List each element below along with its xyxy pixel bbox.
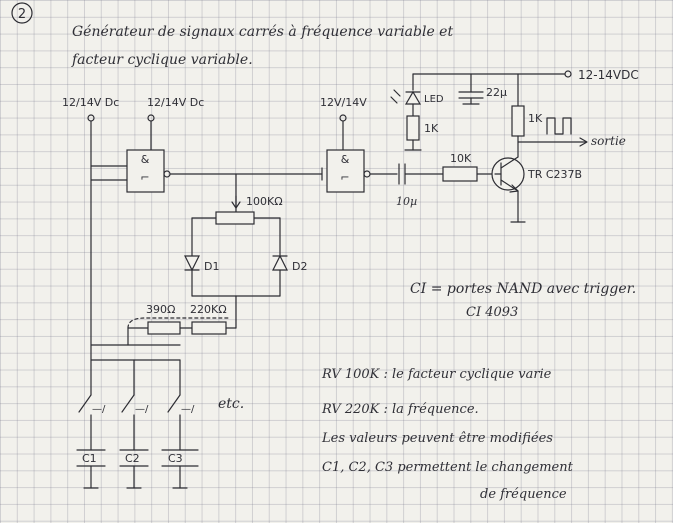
supply-terminal-right bbox=[564, 70, 572, 78]
page-number-badge: 2 bbox=[11, 2, 33, 24]
diode-d2-label: D2 bbox=[292, 260, 307, 273]
supply-terminal-left-1 bbox=[87, 114, 95, 396]
pot-220k-label: 220KΩ bbox=[190, 303, 227, 316]
cap-c2-label: C2 bbox=[125, 452, 140, 465]
title-line-2: facteur cyclique variable. bbox=[71, 52, 253, 68]
supply-label-left-1: 12/14V Dc bbox=[62, 96, 119, 109]
res-1k-led-label: 1K bbox=[424, 122, 439, 135]
switch-c2: —/ bbox=[121, 394, 149, 451]
svg-text:&: & bbox=[341, 153, 350, 166]
page-number: 2 bbox=[18, 7, 26, 22]
capacitor-c1 bbox=[76, 449, 106, 489]
diode-d2 bbox=[272, 254, 288, 271]
cap-c1-label: C1 bbox=[82, 452, 97, 465]
svg-text:&: & bbox=[141, 153, 150, 166]
potentiometer-220k bbox=[191, 321, 227, 335]
note-ci-2: CI 4093 bbox=[466, 305, 518, 320]
led-label: LED bbox=[424, 94, 444, 105]
note-switch-2: de fréquence bbox=[480, 487, 567, 502]
capacitor-c2 bbox=[119, 449, 149, 489]
diode-d1 bbox=[184, 255, 200, 272]
resistor-390 bbox=[147, 321, 181, 335]
switch-c1: —/ bbox=[78, 394, 106, 451]
cap-22u-label: 22µ bbox=[486, 86, 507, 99]
title-line-1: Générateur de signaux carrés à fréquence… bbox=[72, 24, 453, 40]
svg-text:—/: —/ bbox=[92, 404, 106, 415]
resistor-1k-led bbox=[406, 115, 420, 141]
note-values: Les valeurs peuvent être modifiées bbox=[321, 431, 553, 446]
note-switch-1: C1, C2, C3 permettent le changement bbox=[322, 460, 574, 475]
etc-label: etc. bbox=[218, 396, 244, 412]
svg-text:—/: —/ bbox=[135, 404, 149, 415]
svg-text:—/: —/ bbox=[181, 404, 195, 415]
note-ci-1: CI = portes NAND avec trigger. bbox=[410, 281, 636, 297]
nand-gate-2: & ⌐ bbox=[326, 149, 371, 193]
square-wave-icon bbox=[546, 117, 572, 135]
res-10k-label: 10K bbox=[450, 152, 472, 165]
resistor-1k-collector bbox=[511, 105, 525, 137]
res-390-label: 390Ω bbox=[146, 303, 175, 316]
resistor-10k bbox=[442, 166, 478, 182]
capacitor-22u bbox=[458, 91, 484, 99]
supply-label-mid: 12V/14V bbox=[320, 96, 367, 109]
supply-label-right: 12-14VDC bbox=[578, 68, 639, 82]
nand-gate-1: & ⌐ bbox=[126, 149, 171, 193]
pot-100k-label: 100KΩ bbox=[246, 195, 283, 208]
capacitor-10u bbox=[398, 163, 406, 185]
transistor-bc237b bbox=[491, 156, 525, 193]
diode-d1-label: D1 bbox=[204, 260, 219, 273]
switch-c3: —/ bbox=[167, 394, 195, 451]
svg-text:⌐: ⌐ bbox=[140, 171, 149, 184]
transistor-label: TR C237B bbox=[527, 168, 582, 181]
res-1k-collector-label: 1K bbox=[528, 112, 543, 125]
supply-terminal-left-2 bbox=[147, 114, 155, 151]
svg-text:⌐: ⌐ bbox=[340, 171, 349, 184]
cap-10u-label: 10µ bbox=[396, 195, 417, 208]
led bbox=[390, 89, 422, 105]
note-rv220: RV 220K : la fréquence. bbox=[321, 402, 479, 417]
output-label: sortie bbox=[591, 134, 626, 148]
supply-label-left-2: 12/14V Dc bbox=[147, 96, 204, 109]
note-rv100: RV 100K : le facteur cyclique varie bbox=[321, 367, 552, 382]
cap-c3-label: C3 bbox=[168, 452, 183, 465]
capacitor-c3 bbox=[161, 449, 199, 489]
supply-terminal-mid bbox=[339, 114, 347, 151]
